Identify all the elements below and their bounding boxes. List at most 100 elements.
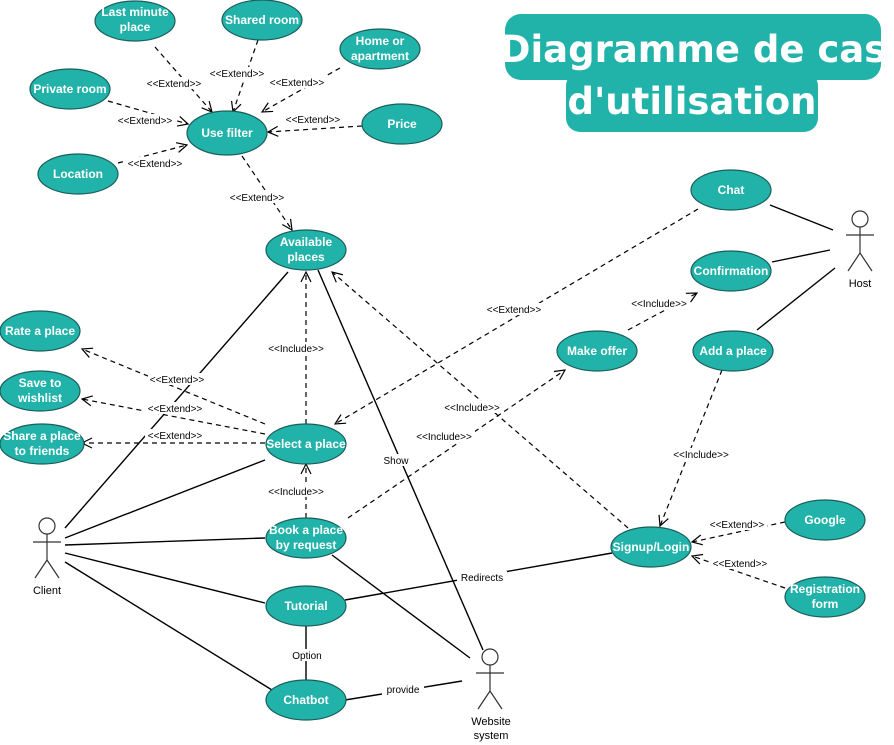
usecase-home-or-apartment[interactable]: Home or apartment bbox=[339, 28, 421, 70]
label-extend-home: <<Extend>> bbox=[270, 78, 325, 89]
usecase-use-filter[interactable]: Use filter bbox=[186, 110, 268, 156]
label-extend-registration: <<Extend>> bbox=[713, 559, 768, 570]
usecase-last-minute-place[interactable]: Last minute place bbox=[94, 0, 176, 42]
usecase-last-minute-place-line-1: Last minute bbox=[101, 5, 169, 19]
assoc-book-website bbox=[331, 554, 471, 659]
dep-chat-select bbox=[335, 208, 699, 424]
label-include-book-makeoffer: <<Include>> bbox=[416, 432, 472, 443]
label-extend-location: <<Extend>> bbox=[128, 159, 183, 170]
usecase-confirmation[interactable]: Confirmation bbox=[690, 250, 772, 292]
usecase-shared-room[interactable]: Shared room bbox=[221, 0, 303, 41]
dep-registration-signup bbox=[692, 556, 786, 589]
label-extend-rate: <<Extend>> bbox=[150, 375, 205, 386]
usecase-price-label: Price bbox=[387, 117, 417, 131]
dep-select-rate bbox=[82, 349, 266, 425]
label-extend-filter-available: <<Extend>> bbox=[230, 193, 285, 204]
usecase-tutorial-label: Tutorial bbox=[284, 599, 327, 613]
label-extend-chat: <<Extend>> bbox=[487, 305, 542, 316]
dep-google-signup bbox=[692, 521, 786, 542]
label-include-signup-available: <<Include>> bbox=[444, 403, 500, 414]
usecase-save-to-wishlist[interactable]: Save to wishlist bbox=[0, 370, 81, 412]
usecase-make-offer-label: Make offer bbox=[567, 344, 627, 358]
usecase-shared-room-label: Shared room bbox=[225, 13, 299, 27]
usecase-google[interactable]: Google bbox=[784, 499, 866, 541]
usecase-price[interactable]: Price bbox=[361, 103, 443, 145]
dep-private-filter bbox=[107, 100, 188, 124]
usecase-make-offer[interactable]: Make offer bbox=[556, 330, 638, 372]
usecase-chat[interactable]: Chat bbox=[690, 169, 772, 211]
usecase-add-place-label: Add a place bbox=[699, 344, 767, 358]
assoc-confirmation-host bbox=[771, 249, 831, 263]
usecase-confirmation-label: Confirmation bbox=[694, 264, 769, 278]
usecase-share-a-place[interactable]: Share a place to friends bbox=[0, 423, 85, 465]
usecase-book-a-place[interactable]: Book a place by request bbox=[265, 517, 347, 559]
assoc-chat-host bbox=[769, 204, 834, 231]
usecase-registration-form[interactable]: Registration form bbox=[784, 576, 866, 618]
usecase-book-line-2: by request bbox=[276, 538, 337, 552]
label-option: Option bbox=[292, 651, 321, 662]
label-extend-share: <<Extend>> bbox=[148, 431, 203, 442]
usecase-last-minute-place-line-2: place bbox=[120, 20, 151, 34]
usecase-location[interactable]: Location bbox=[37, 153, 119, 195]
dep-lastminute-filter bbox=[154, 46, 212, 112]
label-show: Show bbox=[383, 456, 409, 467]
usecase-private-room-label: Private room bbox=[33, 82, 106, 96]
usecase-available-places[interactable]: Available places bbox=[265, 229, 347, 271]
dep-home-filter bbox=[262, 67, 341, 112]
diagram-title: Diagramme de cas d'utilisation bbox=[500, 14, 887, 132]
actor-host-label: Host bbox=[849, 278, 872, 290]
usecase-home-line-2: apartment bbox=[351, 49, 409, 63]
usecase-available-line-1: Available bbox=[280, 235, 333, 249]
label-provide: provide bbox=[387, 685, 420, 696]
usecase-add-a-place[interactable]: Add a place bbox=[692, 330, 774, 372]
usecase-rate-a-place[interactable]: Rate a place bbox=[0, 310, 81, 352]
label-extend-wishlist: <<Extend>> bbox=[148, 404, 203, 415]
actor-website-system[interactable]: Website system bbox=[471, 648, 511, 742]
usecase-wishlist-line-1: Save to bbox=[19, 376, 62, 390]
actor-website-label-line-1: Website bbox=[471, 716, 511, 728]
usecase-available-line-2: places bbox=[287, 250, 325, 264]
label-extend-lastminute: <<Extend>> bbox=[147, 79, 202, 90]
actor-website-label-line-2: system bbox=[474, 730, 509, 742]
label-include-book-select: <<Include>> bbox=[268, 487, 324, 498]
dependencies bbox=[82, 39, 786, 589]
dep-signup-available bbox=[332, 272, 629, 529]
dep-book-makeoffer bbox=[347, 370, 565, 519]
title-line-1: Diagramme de cas bbox=[500, 28, 887, 71]
label-extend-shared: <<Extend>> bbox=[210, 69, 265, 80]
usecase-home-line-1: Home or bbox=[356, 34, 405, 48]
usecase-use-filter-label: Use filter bbox=[201, 126, 253, 140]
assoc-client-available bbox=[64, 271, 289, 529]
usecase-rate-label: Rate a place bbox=[5, 324, 75, 338]
actor-client-label: Client bbox=[33, 585, 61, 597]
actor-client[interactable]: Client bbox=[33, 517, 61, 597]
usecase-chatbot[interactable]: Chatbot bbox=[265, 679, 347, 721]
dep-filter-available bbox=[241, 155, 292, 230]
usecase-private-room[interactable]: Private room bbox=[29, 68, 111, 110]
use-cases: Last minute place Shared room Home or ap… bbox=[0, 0, 866, 721]
label-extend-google: <<Extend>> bbox=[710, 520, 765, 531]
dep-price-filter bbox=[268, 125, 363, 132]
usecase-google-label: Google bbox=[804, 513, 846, 527]
usecase-chat-label: Chat bbox=[718, 183, 745, 197]
usecase-signup-label: Signup/Login bbox=[613, 540, 690, 554]
usecase-book-line-1: Book a place bbox=[269, 523, 343, 537]
assoc-client-chatbot bbox=[64, 561, 273, 691]
label-extend-private: <<Extend>> bbox=[118, 116, 173, 127]
actor-host[interactable]: Host bbox=[846, 210, 874, 290]
usecase-share-line-1: Share a place bbox=[3, 429, 81, 443]
assoc-client-tutorial bbox=[64, 552, 266, 604]
assoc-client-select bbox=[64, 459, 266, 539]
usecase-tutorial[interactable]: Tutorial bbox=[265, 585, 347, 627]
label-include-addplace: <<Include>> bbox=[673, 450, 729, 461]
relation-labels: <<Extend>> <<Extend>> <<Extend>> <<Exten… bbox=[116, 67, 770, 696]
usecase-signup-login[interactable]: Signup/Login bbox=[610, 526, 692, 568]
label-include-confirmation: <<Include>> bbox=[631, 299, 687, 310]
label-include-select-available: <<Include>> bbox=[268, 344, 324, 355]
label-extend-price: <<Extend>> bbox=[286, 115, 341, 126]
usecase-registration-line-1: Registration bbox=[790, 582, 860, 596]
usecase-registration-line-2: form bbox=[812, 597, 839, 611]
usecase-select-a-place[interactable]: Select a place bbox=[265, 423, 347, 465]
usecase-location-label: Location bbox=[53, 167, 103, 181]
